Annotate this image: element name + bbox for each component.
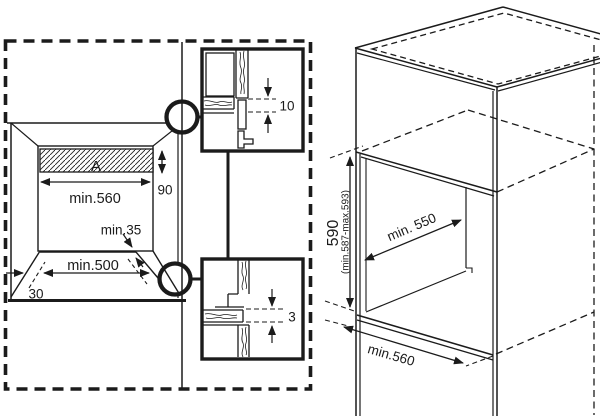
detail-top-gap-label: 10 — [279, 99, 294, 114]
dim-35-label: min.35 — [101, 223, 142, 238]
niche-frame — [7, 122, 186, 302]
iso-hidden-edges — [361, 45, 595, 415]
detail-box-bottom — [200, 257, 305, 361]
dashed-panel-border — [3, 39, 313, 391]
dim-587-593-label: (min.587-max.593) — [341, 190, 352, 274]
iso-top-face — [354, 6, 600, 92]
front-view — [6, 122, 186, 302]
detail-bottom-gap-label: 3 — [288, 310, 296, 325]
iso-dimensions — [324, 145, 494, 367]
detail-box-top — [200, 47, 305, 153]
iso-cabinet — [324, 6, 600, 416]
dim-90-label: 90 — [157, 183, 172, 198]
labels: A 90 min.560 min.35 min.500 30 10 3 590 … — [28, 99, 438, 369]
vent-strip — [39, 148, 154, 173]
front-view-dimensions — [6, 150, 166, 277]
dim-500-label: min.500 — [67, 258, 119, 274]
dim-30-label: 30 — [28, 287, 43, 302]
iso-niche-interior — [365, 187, 473, 313]
section-cut-line — [152, 42, 183, 388]
dim-590-label: 590 — [325, 220, 342, 247]
dim-560-top-label: min.560 — [69, 191, 121, 207]
vent-a-label: A — [91, 158, 101, 175]
